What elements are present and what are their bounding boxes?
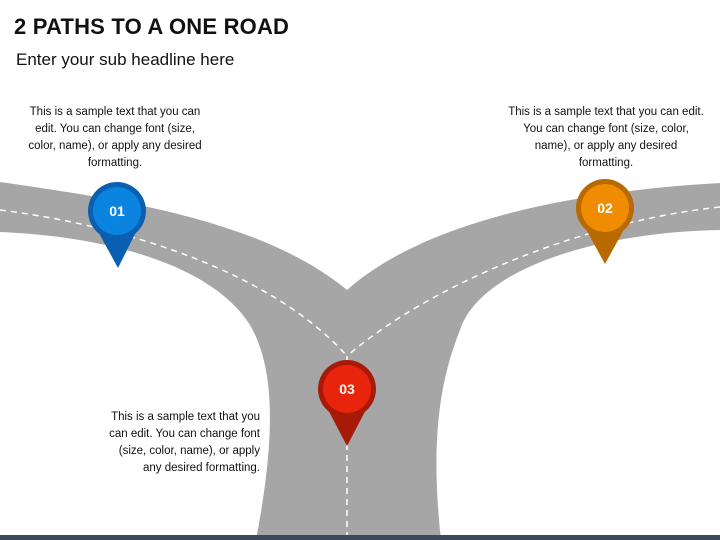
slide-subtitle: Enter your sub headline here <box>16 50 235 69</box>
road-center-dash-right <box>346 206 720 357</box>
marker-01-fill <box>93 187 141 235</box>
footer-bar <box>0 535 720 540</box>
marker-02-fill <box>581 184 629 232</box>
marker-03[interactable]: 03 <box>318 360 376 446</box>
road-shape <box>0 182 720 540</box>
marker-02[interactable]: 02 <box>576 179 634 264</box>
slide-title: 2 PATHS TO A ONE ROAD <box>14 14 290 39</box>
marker-03-fill <box>323 365 371 413</box>
marker-01[interactable]: 01 <box>88 182 146 268</box>
marker-03-label: 03 <box>339 381 355 397</box>
marker-01-text: This is a sample text that you can edit.… <box>28 106 202 169</box>
marker-02-text: This is a sample text that you can edit.… <box>508 106 704 169</box>
marker-01-label: 01 <box>109 203 125 219</box>
marker-03-text: This is a sample text that you can edit.… <box>109 411 260 474</box>
marker-02-label: 02 <box>597 200 613 216</box>
